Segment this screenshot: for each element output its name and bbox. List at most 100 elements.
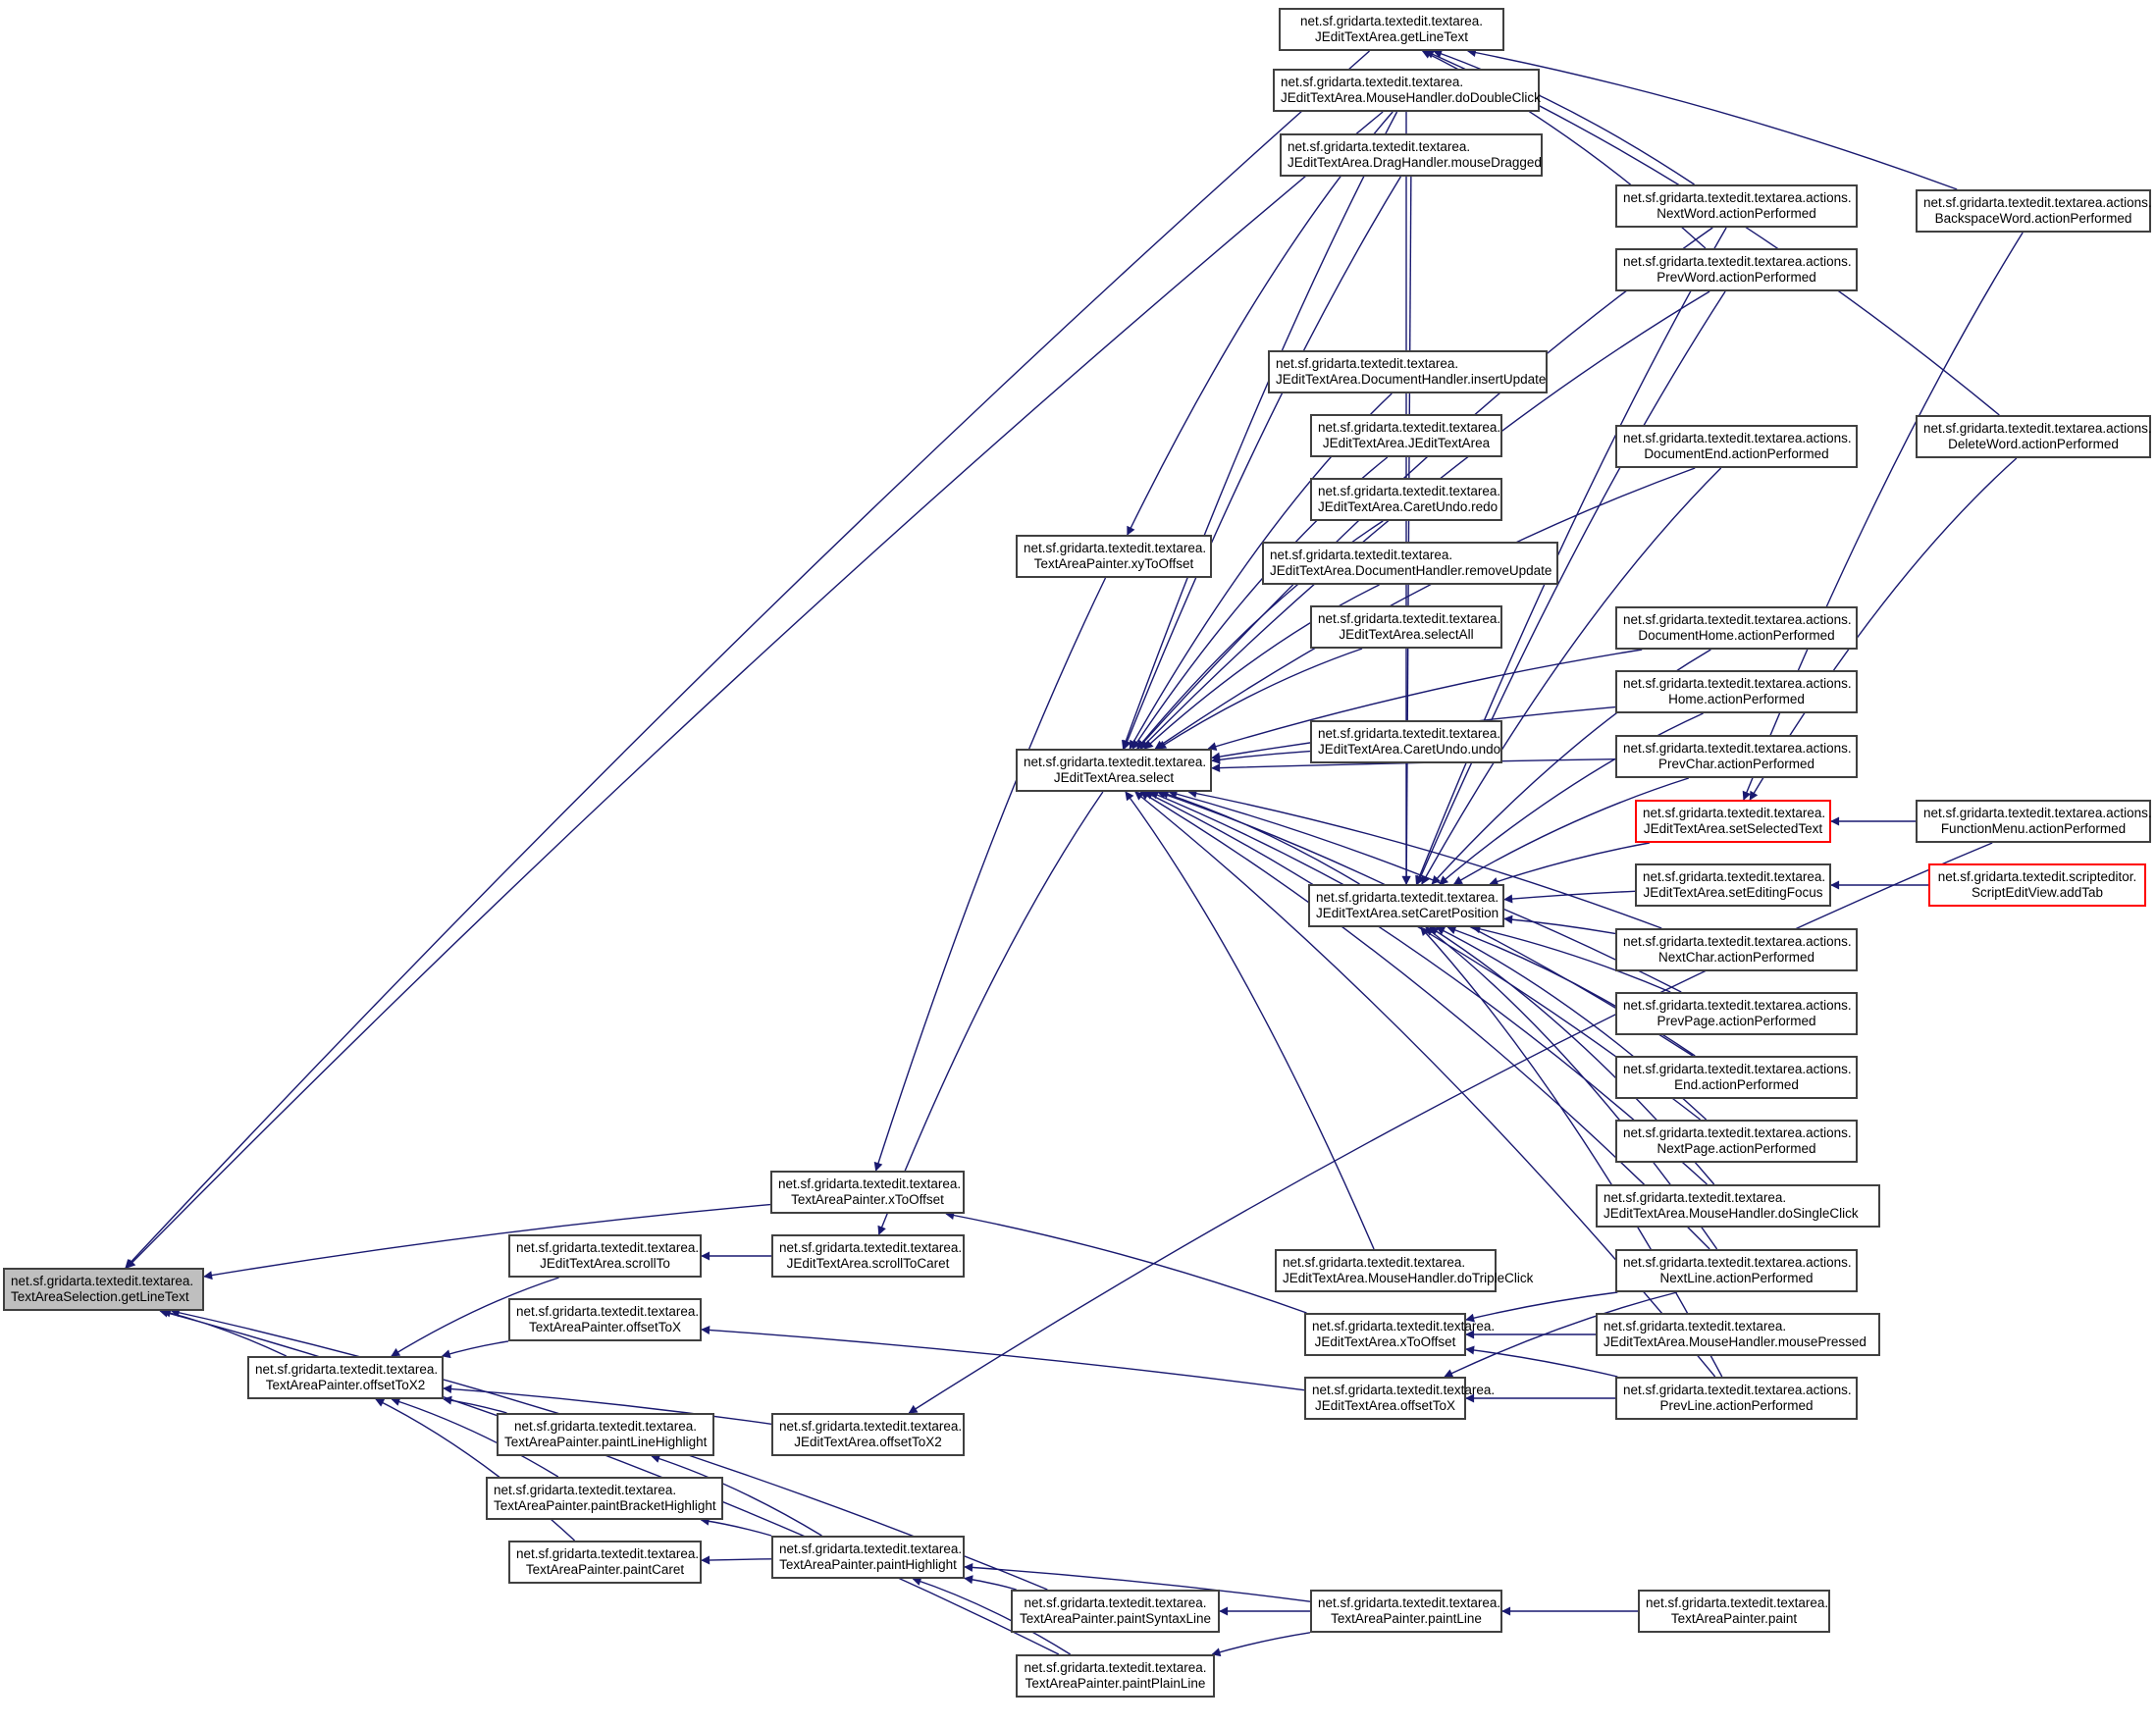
graph-node-cu-redo[interactable]: net.sf.gridarta.textedit.textarea.JEditT…: [1310, 478, 1502, 521]
call-edge-64: [701, 1325, 1305, 1391]
call-edge-35: [877, 791, 1104, 1235]
graph-node-a-nextword[interactable]: net.sf.gridarta.textedit.textarea.action…: [1615, 184, 1858, 228]
graph-node-a-prevpage[interactable]: net.sf.gridarta.textedit.textarea.action…: [1615, 992, 1858, 1035]
graph-node-jta-scrollto[interactable]: net.sf.gridarta.textedit.textarea.JEditT…: [508, 1234, 702, 1278]
graph-node-a-nextchar[interactable]: net.sf.gridarta.textedit.textarea.action…: [1615, 928, 1858, 971]
graph-node-doc-removeupdate[interactable]: net.sf.gridarta.textedit.textarea.JEditT…: [1262, 542, 1558, 585]
node-method-label: TextAreaPainter.paintSyntaxLine: [1019, 1611, 1212, 1626]
call-edge-13: [1123, 176, 1401, 750]
graph-node-a-prevline[interactable]: net.sf.gridarta.textedit.textarea.action…: [1615, 1377, 1858, 1420]
node-package-label: net.sf.gridarta.textedit.textarea.: [255, 1362, 439, 1377]
graph-node-tap-paintsyntaxline[interactable]: net.sf.gridarta.textedit.textarea.TextAr…: [1011, 1590, 1220, 1633]
graph-node-jta-selectall[interactable]: net.sf.gridarta.textedit.textarea.JEditT…: [1310, 605, 1502, 649]
call-edge-71: [908, 842, 1993, 1414]
graph-node-a-deleteword[interactable]: net.sf.gridarta.textedit.textarea.action…: [1916, 415, 2152, 458]
graph-node-tap-paintbrackethighlight[interactable]: net.sf.gridarta.textedit.textarea.TextAr…: [486, 1477, 723, 1520]
node-package-label: net.sf.gridarta.textedit.textarea.: [494, 1483, 677, 1497]
graph-node-mh-dosingleclick[interactable]: net.sf.gridarta.textedit.textarea.JEditT…: [1596, 1184, 1880, 1228]
graph-node-root[interactable]: net.sf.gridarta.textedit.textarea.TextAr…: [3, 1268, 204, 1311]
graph-node-tap-offsettox2[interactable]: net.sf.gridarta.textedit.textarea.TextAr…: [247, 1356, 444, 1399]
graph-node-tap-paintlinehighlight[interactable]: net.sf.gridarta.textedit.textarea.TextAr…: [497, 1413, 714, 1456]
call-edge-65: [391, 1277, 559, 1357]
node-package-label: net.sf.gridarta.textedit.textarea.: [779, 1542, 963, 1556]
node-method-label: TextAreaPainter.offsetToX2: [265, 1378, 426, 1392]
node-package-label: net.sf.gridarta.textedit.textarea.action…: [1923, 195, 2152, 210]
node-package-label: net.sf.gridarta.textedit.textarea.action…: [1623, 934, 1852, 949]
call-edge-39: [1416, 290, 1726, 885]
graph-node-jta-offsettox2[interactable]: net.sf.gridarta.textedit.textarea.JEditT…: [771, 1413, 965, 1456]
node-method-label: JEditTextArea.setSelectedText: [1643, 821, 1823, 836]
graph-node-tap-paintplainline[interactable]: net.sf.gridarta.textedit.textarea.TextAr…: [1016, 1654, 1215, 1698]
graph-node-jta-offsettox[interactable]: net.sf.gridarta.textedit.textarea.JEditT…: [1304, 1377, 1495, 1420]
graph-node-a-end[interactable]: net.sf.gridarta.textedit.textarea.action…: [1615, 1056, 1858, 1099]
node-package-label: net.sf.gridarta.textedit.textarea.: [1024, 541, 1207, 555]
node-package-label: net.sf.gridarta.textedit.textarea.: [1646, 1595, 1829, 1610]
graph-node-sev-addtab[interactable]: net.sf.gridarta.textedit.scripteditor.Sc…: [1928, 863, 2146, 907]
graph-node-doc-insertupdate[interactable]: net.sf.gridarta.textedit.textarea.JEditT…: [1268, 350, 1548, 393]
graph-node-jta-xtooffset[interactable]: net.sf.gridarta.textedit.textarea.JEditT…: [1304, 1313, 1496, 1356]
node-package-label: net.sf.gridarta.textedit.textarea.: [1312, 1319, 1496, 1333]
node-package-label: net.sf.gridarta.textedit.textarea.: [1288, 139, 1471, 154]
node-package-label: net.sf.gridarta.textedit.textarea.: [516, 1546, 700, 1561]
node-package-label: net.sf.gridarta.textedit.textarea.action…: [1623, 998, 1852, 1013]
graph-node-a-nextline[interactable]: net.sf.gridarta.textedit.textarea.action…: [1615, 1249, 1858, 1292]
node-method-label: PrevLine.actionPerformed: [1659, 1398, 1814, 1413]
call-edge-62: [1444, 1291, 1678, 1378]
graph-node-jta-scrolltocaret[interactable]: net.sf.gridarta.textedit.textarea.JEditT…: [771, 1234, 965, 1278]
graph-node-a-prevchar[interactable]: net.sf.gridarta.textedit.textarea.action…: [1615, 735, 1858, 778]
node-package-label: net.sf.gridarta.textedit.textarea.action…: [1623, 741, 1852, 756]
node-package-label: net.sf.gridarta.textedit.textarea.: [1318, 420, 1501, 435]
graph-node-tap-paintline[interactable]: net.sf.gridarta.textedit.textarea.TextAr…: [1310, 1590, 1502, 1633]
graph-node-a-documentend[interactable]: net.sf.gridarta.textedit.textarea.action…: [1615, 425, 1858, 468]
graph-node-jta-seteditingfocus[interactable]: net.sf.gridarta.textedit.textarea.JEditT…: [1635, 863, 1831, 907]
graph-node-mh-dotripleclick[interactable]: net.sf.gridarta.textedit.textarea.JEditT…: [1275, 1249, 1533, 1292]
call-edge-79: [1211, 1632, 1311, 1657]
graph-node-jta-getlinetext[interactable]: net.sf.gridarta.textedit.textarea.JEditT…: [1279, 8, 1504, 51]
node-method-label: NextPage.actionPerformed: [1656, 1141, 1816, 1156]
graph-node-tap-xtooffset[interactable]: net.sf.gridarta.textedit.textarea.TextAr…: [770, 1171, 965, 1214]
node-method-label: PrevWord.actionPerformed: [1656, 270, 1816, 285]
node-package-label: net.sf.gridarta.textedit.textarea.action…: [1623, 1062, 1852, 1076]
node-method-label: TextAreaPainter.paintPlainLine: [1025, 1676, 1206, 1691]
graph-node-jta-setcaretposition[interactable]: net.sf.gridarta.textedit.textarea.JEditT…: [1308, 884, 1504, 927]
node-package-label: net.sf.gridarta.textedit.textarea.: [779, 1419, 963, 1434]
call-edge-11: [873, 577, 1107, 1172]
node-package-label: net.sf.gridarta.textedit.textarea.: [1316, 890, 1499, 905]
call-edge-58: [945, 1211, 1307, 1314]
call-edge-0: [125, 50, 1370, 1269]
node-method-label: JEditTextArea.offsetToX: [1314, 1398, 1456, 1413]
graph-node-tap-paintcaret[interactable]: net.sf.gridarta.textedit.textarea.TextAr…: [508, 1541, 702, 1584]
node-package-label: net.sf.gridarta.textedit.textarea.action…: [1623, 1255, 1852, 1270]
call-edge-59: [1465, 1291, 1618, 1323]
graph-node-a-functionmenu[interactable]: net.sf.gridarta.textedit.textarea.action…: [1916, 800, 2152, 843]
graph-node-a-prevword[interactable]: net.sf.gridarta.textedit.textarea.action…: [1615, 248, 1858, 291]
call-edge-23: [1211, 750, 1311, 764]
call-edge-46: [1503, 915, 1616, 935]
call-edge-76: [912, 1577, 1072, 1655]
graph-node-jta-select[interactable]: net.sf.gridarta.textedit.textarea.JEditT…: [1016, 749, 1212, 792]
graph-node-cu-undo[interactable]: net.sf.gridarta.textedit.textarea.JEditT…: [1310, 720, 1502, 763]
graph-node-tap-offsettox[interactable]: net.sf.gridarta.textedit.textarea.TextAr…: [508, 1298, 702, 1341]
graph-node-tap-paint[interactable]: net.sf.gridarta.textedit.textarea.TextAr…: [1638, 1590, 1830, 1633]
graph-node-a-backspaceword[interactable]: net.sf.gridarta.textedit.textarea.action…: [1916, 189, 2152, 233]
graph-node-jta-ctor[interactable]: net.sf.gridarta.textedit.textarea.JEditT…: [1310, 414, 1502, 457]
node-method-label: DocumentEnd.actionPerformed: [1644, 446, 1829, 461]
graph-node-a-documenthome[interactable]: net.sf.gridarta.textedit.textarea.action…: [1615, 606, 1858, 650]
node-package-label: net.sf.gridarta.textedit.textarea.: [516, 1304, 700, 1319]
node-method-label: TextAreaPainter.paintLine: [1331, 1611, 1482, 1626]
call-edge-40: [1421, 467, 1722, 885]
graph-node-a-nextpage[interactable]: net.sf.gridarta.textedit.textarea.action…: [1615, 1120, 1858, 1163]
node-method-label: Home.actionPerformed: [1668, 692, 1805, 706]
node-method-label: TextAreaPainter.xToOffset: [791, 1192, 944, 1207]
graph-node-a-home[interactable]: net.sf.gridarta.textedit.textarea.action…: [1615, 670, 1858, 713]
graph-node-dh-mousedragged[interactable]: net.sf.gridarta.textedit.textarea.JEditT…: [1280, 133, 1543, 177]
graph-node-tap-painthighlight[interactable]: net.sf.gridarta.textedit.textarea.TextAr…: [771, 1536, 965, 1579]
graph-node-mh-mousepressed[interactable]: net.sf.gridarta.textedit.textarea.JEditT…: [1596, 1313, 1880, 1356]
call-edge-47: [1471, 924, 1671, 993]
node-method-label: BackspaceWord.actionPerformed: [1934, 211, 2132, 226]
graph-node-tap-xytooffset[interactable]: net.sf.gridarta.textedit.textarea.TextAr…: [1016, 535, 1212, 578]
graph-node-mh-dodoubleclick[interactable]: net.sf.gridarta.textedit.textarea.JEditT…: [1273, 69, 1541, 112]
graph-node-jta-setselectedtext[interactable]: net.sf.gridarta.textedit.textarea.JEditT…: [1635, 800, 1831, 843]
node-method-label: JEditTextArea.MouseHandler.doSingleClick: [1604, 1206, 1859, 1221]
